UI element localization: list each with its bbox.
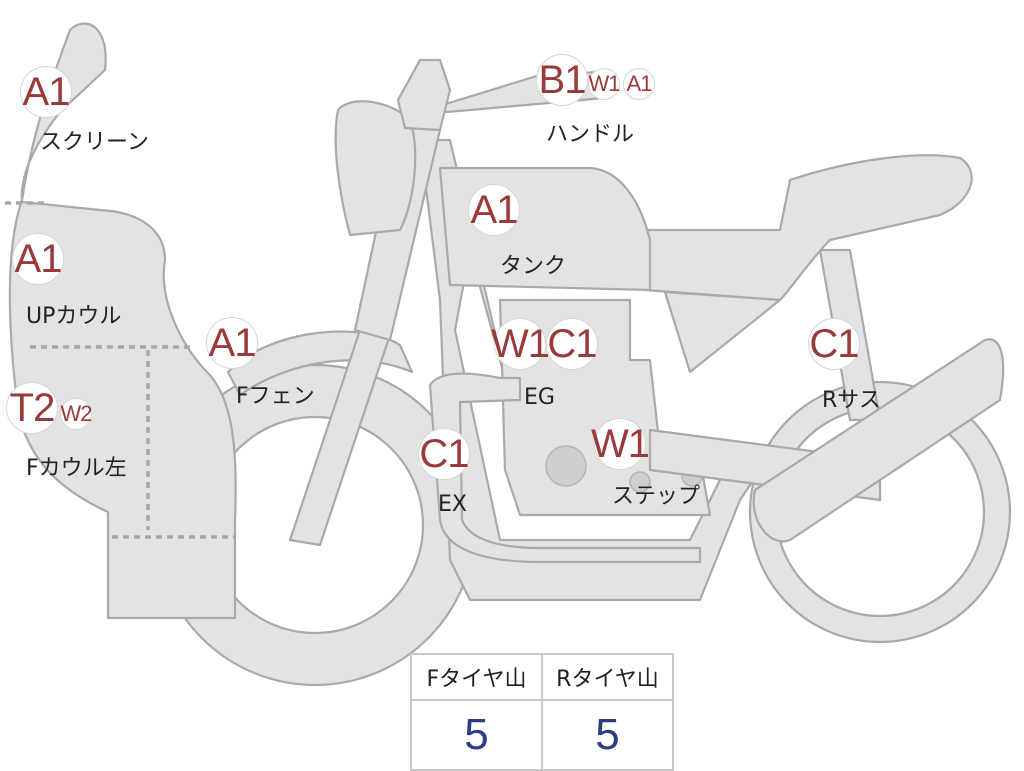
rear-frame-shape (752, 338, 1005, 543)
damage-code-badge: C1 (418, 428, 470, 480)
exhaust-shape (428, 372, 702, 564)
part-label-engine: EG (524, 385, 555, 410)
part-label-f-cowl-left: Fカウル左 (26, 456, 127, 481)
part-label-step: ステップ (612, 484, 701, 509)
damage-code-badge: A1 (206, 317, 258, 369)
front-tyre-value: 5 (410, 699, 543, 771)
damage-code-badge: A1 (20, 66, 72, 118)
rear-tyre-header: Rタイヤ山 (541, 653, 674, 701)
damage-code-badge: C1 (808, 318, 860, 370)
part-label-screen: スクリーン (40, 130, 149, 155)
damage-code-badge: B1 (536, 54, 588, 106)
part-label-r-suspension: Rサス (822, 388, 881, 413)
part-label-tank: タンク (500, 254, 567, 279)
part-label-exhaust: EX (438, 492, 467, 517)
damage-code-badge: C1 (546, 318, 598, 370)
seat-shape (643, 154, 973, 302)
cowl-shape (8, 22, 237, 620)
front-tyre-header: Fタイヤ山 (410, 653, 543, 701)
damage-code-badge: W2 (60, 398, 93, 430)
damage-code-badge: A1 (12, 233, 64, 285)
part-label-handle: ハンドル (546, 122, 635, 147)
damage-code-badge: A1 (468, 184, 520, 236)
damage-code-badge: T2 (6, 382, 58, 434)
part-label-up-cowl: UPカウル (26, 304, 122, 329)
damage-code-badge: W1 (588, 68, 621, 100)
damage-code-badge: W1 (591, 418, 650, 470)
rear-tyre-value: 5 (541, 699, 674, 771)
part-label-f-fender: Fフェン (236, 384, 315, 409)
tyre-tread-table: Fタイヤ山 Rタイヤ山 5 5 (410, 653, 674, 771)
damage-code-badge: A1 (623, 68, 655, 100)
damage-code-badge: W1 (491, 318, 550, 370)
